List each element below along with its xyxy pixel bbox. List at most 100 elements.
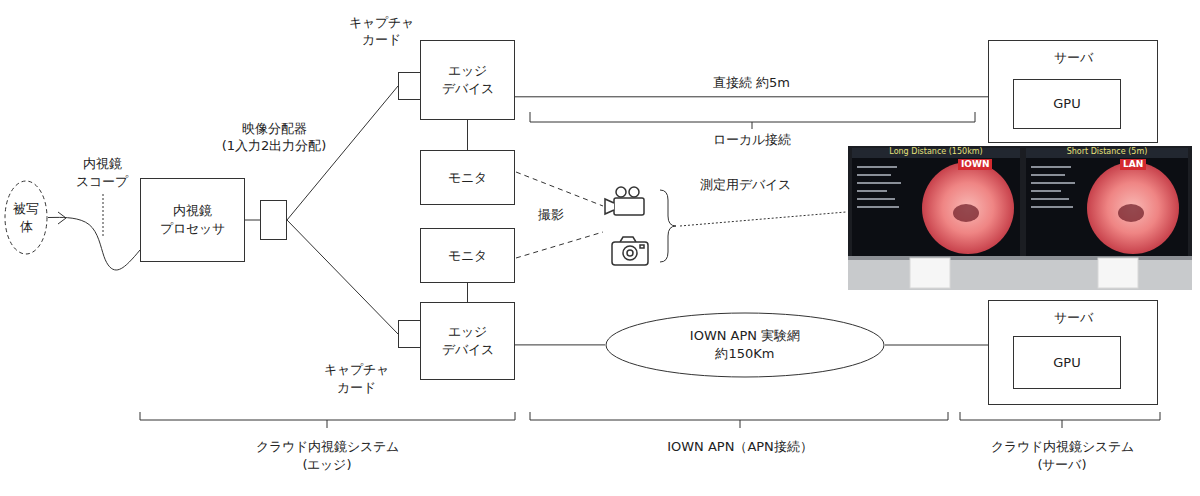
monitor-stand: [848, 256, 1192, 260]
node-heading: サーバ: [989, 49, 1157, 67]
endoscope-view: [922, 162, 1014, 254]
connector-line: [245, 220, 260, 221]
node-heading: キャプチャ カード: [318, 361, 394, 396]
node-label: 被写体: [12, 200, 40, 235]
device-box: [910, 258, 950, 288]
connector-line: [467, 283, 468, 302]
capture-card-box: キャプチャ カード: [398, 72, 421, 100]
camera-flash: [640, 245, 644, 248]
screen-left: [852, 148, 1020, 256]
subject-ellipse: 被写体: [4, 180, 48, 255]
part-label: 測定用デバイス: [700, 176, 791, 194]
monitor-box: モニタ: [420, 150, 515, 205]
node-label: 内視鏡 プロセッサ: [153, 202, 233, 237]
photo-wall: [848, 146, 1192, 258]
connector-line: [885, 345, 988, 346]
endoscope-view: [1087, 162, 1179, 254]
node-label: モニタ: [448, 247, 487, 265]
range-bracket: [530, 112, 975, 129]
connector-line: [515, 344, 605, 345]
readout-line: [1031, 206, 1073, 208]
ellipse-outline: [605, 312, 885, 378]
device-box: [1098, 258, 1138, 288]
screen-tag: LAN: [1120, 159, 1146, 170]
range-label: クラウド内視鏡システム (エッジ): [245, 438, 409, 473]
gpu-box: GPU: [1013, 79, 1121, 129]
range-label: ローカル接続: [692, 131, 812, 149]
connector-label: 直接続 約5m: [652, 74, 852, 92]
still-camera-icon: [612, 237, 648, 265]
lumen-shadow: [953, 204, 979, 222]
range-bracket: [530, 412, 948, 428]
connector-line: [48, 217, 140, 270]
readout-line: [1031, 190, 1061, 192]
range-bracket: [960, 412, 1160, 428]
camera-body: [612, 242, 648, 265]
node-label: IOWN APN 実験網 約150Km: [680, 327, 810, 362]
measurement-photo: [848, 146, 1192, 290]
screen-right: [1026, 148, 1188, 256]
edge-device-box: エッジ デバイス: [420, 40, 515, 120]
screen-header: [852, 148, 1020, 158]
screen-caption: Long Distance (150km): [852, 147, 1020, 157]
screen-caption: Short Distance (5m): [1026, 147, 1188, 157]
connector-line: [515, 96, 988, 97]
readout-line: [857, 182, 901, 184]
camera-reel: [616, 187, 626, 197]
range-bracket: [140, 412, 515, 428]
camera-lens: [623, 246, 637, 260]
camera-body: [614, 198, 644, 215]
readout-line: [1031, 174, 1065, 176]
node-heading: キャプチャ カード: [343, 14, 419, 49]
screen-header: [1026, 148, 1188, 158]
readout-line: [1031, 198, 1069, 200]
curly-bracket: [660, 190, 676, 262]
photo-ground: [848, 146, 1192, 290]
leader-line: [680, 212, 846, 226]
ellipse-line: [606, 313, 884, 377]
node-label: エッジ デバイス: [438, 62, 498, 97]
video-camera-icon: [605, 187, 644, 215]
camera-lens: [605, 199, 614, 214]
readout-line: [857, 174, 891, 176]
readout-line: [1031, 182, 1075, 184]
camera-reel: [629, 187, 639, 197]
connector-line: [287, 220, 398, 334]
node-heading: 映像分配器 (1入力2出力分配): [206, 120, 342, 155]
processor-box: 内視鏡 プロセッサ: [140, 178, 245, 262]
node-label: エッジ デバイス: [438, 323, 498, 358]
part-label: 内視鏡 スコープ: [70, 155, 134, 190]
edge-device-box: エッジ デバイス: [420, 302, 515, 380]
screen-tag: IOWN: [958, 159, 992, 170]
range-label: IOWN APN（APN接続）: [620, 438, 860, 456]
sight-line: [516, 172, 603, 206]
capture-card-box: キャプチャ カード: [398, 320, 421, 348]
gpu-box: GPU: [1013, 336, 1121, 389]
server-box: サーバ GPU: [988, 300, 1158, 405]
monitor-box: モニタ: [420, 228, 515, 283]
action-label: 撮影: [538, 206, 564, 224]
range-label: クラウド内視鏡システム (サーバ): [980, 438, 1144, 473]
leader-line: [103, 194, 104, 236]
ellipse-outline: [4, 180, 48, 255]
lumen-shadow: [1118, 204, 1144, 222]
readout-line: [857, 206, 899, 208]
node-label: GPU: [1053, 95, 1080, 113]
ellipse-line: [5, 181, 47, 254]
scope-tip: [58, 212, 66, 224]
connector-line: [467, 120, 468, 150]
readout-line: [857, 166, 897, 168]
server-box: サーバ GPU: [988, 40, 1158, 143]
network-ellipse: IOWN APN 実験網 約150Km: [605, 312, 885, 378]
readout-line: [857, 198, 895, 200]
camera-lens: [627, 250, 633, 256]
readout-line: [1031, 166, 1071, 168]
readout-line: [857, 190, 887, 192]
node-heading: サーバ: [989, 309, 1157, 327]
node-label: GPU: [1053, 354, 1080, 372]
splitter-box: 映像分配器 (1入力2出力分配): [260, 200, 287, 240]
sight-line: [516, 232, 603, 258]
node-label: モニタ: [448, 169, 487, 187]
